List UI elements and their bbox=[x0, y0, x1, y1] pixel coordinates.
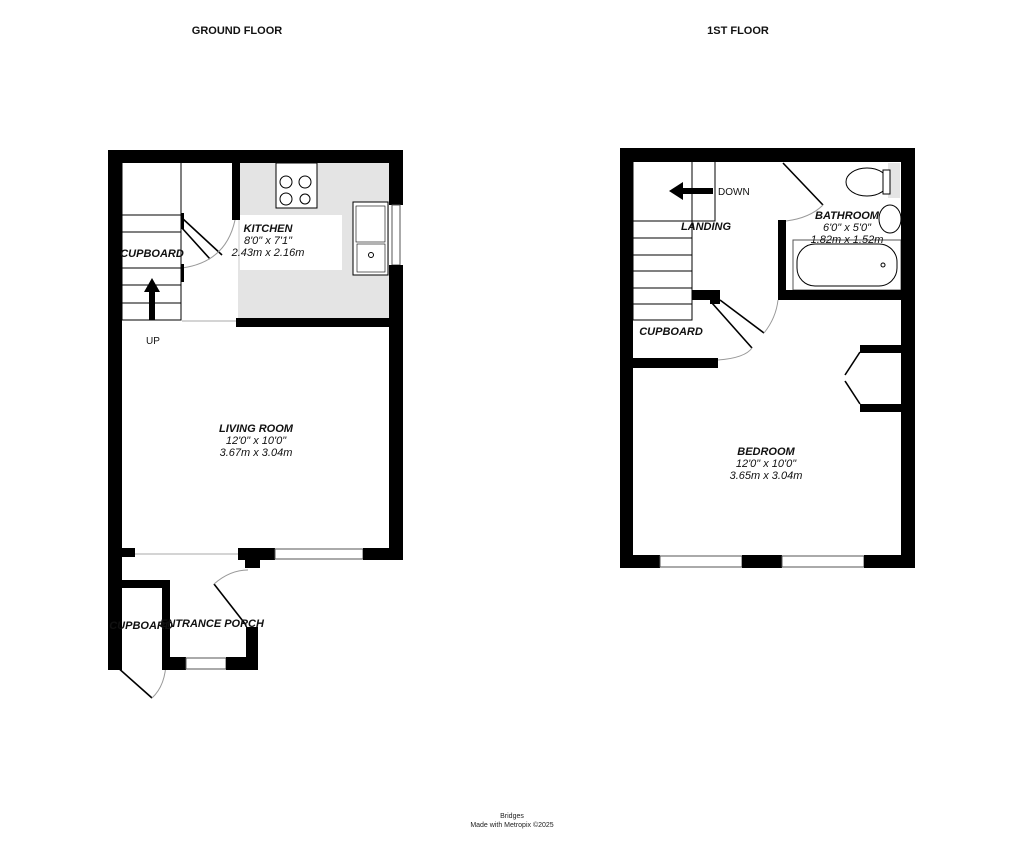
living-room-label: LIVING ROOM bbox=[219, 423, 294, 435]
footer-agent: Bridges bbox=[500, 813, 524, 820]
basin-icon bbox=[878, 204, 902, 234]
living-room-metric: 3.67m x 3.04m bbox=[220, 447, 293, 459]
bedroom-label: BEDROOM bbox=[737, 446, 795, 458]
stairs bbox=[632, 160, 716, 321]
arrow-up-icon bbox=[144, 278, 160, 320]
entrance-porch-label: ENTRANCE PORCH bbox=[160, 618, 265, 630]
bathroom-label: BATHROOM bbox=[815, 210, 880, 222]
sink-icon bbox=[352, 201, 389, 276]
arrow-down-icon bbox=[669, 182, 713, 200]
kitchen-label: KITCHEN bbox=[244, 223, 294, 235]
bath-icon bbox=[792, 239, 902, 291]
toilet-icon bbox=[845, 163, 900, 198]
stairs-up-label: UP bbox=[146, 336, 160, 347]
bathroom-metric: 1.82m x 1.52m bbox=[811, 234, 884, 246]
ground-floor-title: GROUND FLOOR bbox=[192, 25, 282, 37]
bedroom-metric: 3.65m x 3.04m bbox=[730, 470, 803, 482]
hob-icon bbox=[275, 162, 318, 209]
stairs bbox=[121, 157, 182, 321]
ground-floor-plan: KITCHEN 8'0" x 7'1" 2.43m x 2.16m LIVING… bbox=[108, 150, 403, 699]
first-floor-plan: BATHROOM 6'0" x 5'0" 1.82m x 1.52m LANDI… bbox=[620, 148, 915, 568]
kitchen-imperial: 8'0" x 7'1" bbox=[244, 235, 293, 247]
kitchen-metric: 2.43m x 2.16m bbox=[231, 247, 305, 259]
landing-label: LANDING bbox=[681, 221, 732, 233]
stairs-cupboard-label: CUPBOARD bbox=[120, 248, 184, 260]
living-room-imperial: 12'0" x 10'0" bbox=[226, 435, 287, 447]
landing-cupboard-label: CUPBOARD bbox=[639, 326, 703, 338]
bedroom-imperial: 12'0" x 10'0" bbox=[736, 458, 797, 470]
footer-credit: Made with Metropix ©2025 bbox=[470, 821, 553, 829]
stairs-down-label: DOWN bbox=[718, 187, 750, 198]
first-floor-title: 1ST FLOOR bbox=[707, 25, 769, 37]
porch-cupboard-label: CUPBOARD bbox=[109, 620, 173, 632]
bathroom-imperial: 6'0" x 5'0" bbox=[823, 222, 872, 234]
